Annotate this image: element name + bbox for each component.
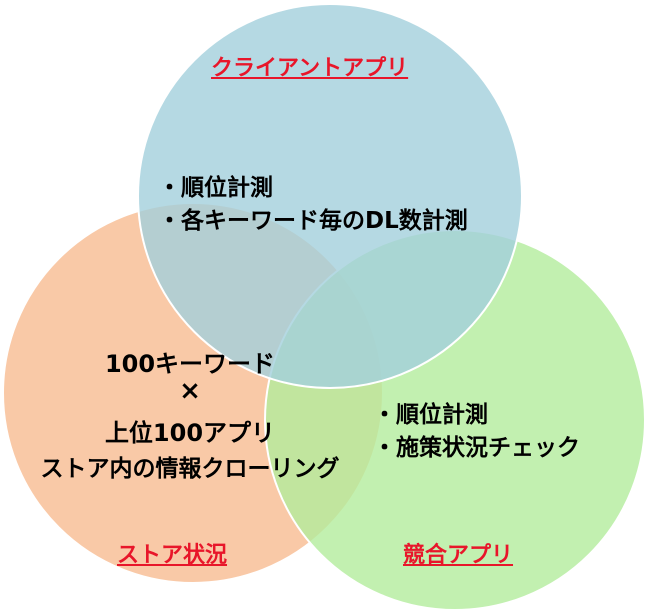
top-circle-title: クライアントアプリ — [211, 56, 409, 81]
circle-top — [137, 3, 523, 389]
center-line-2: × — [179, 376, 201, 406]
center-line-3: 上位100アプリ — [104, 419, 276, 447]
right-circle-title: 競合アプリ — [403, 543, 514, 568]
left-circle-title: ストア状況 — [117, 543, 228, 568]
center-line-4: ストア内の情報クローリング — [40, 456, 340, 482]
top-bullet-2: ・各キーワード毎のDL数計測 — [158, 208, 468, 234]
right-bullet-1: ・順位計測 — [373, 402, 488, 428]
right-bullet-2: ・施策状況チェック — [373, 435, 580, 461]
center-line-1: 100キーワード — [104, 350, 276, 378]
top-bullet-1: ・順位計測 — [158, 175, 273, 201]
